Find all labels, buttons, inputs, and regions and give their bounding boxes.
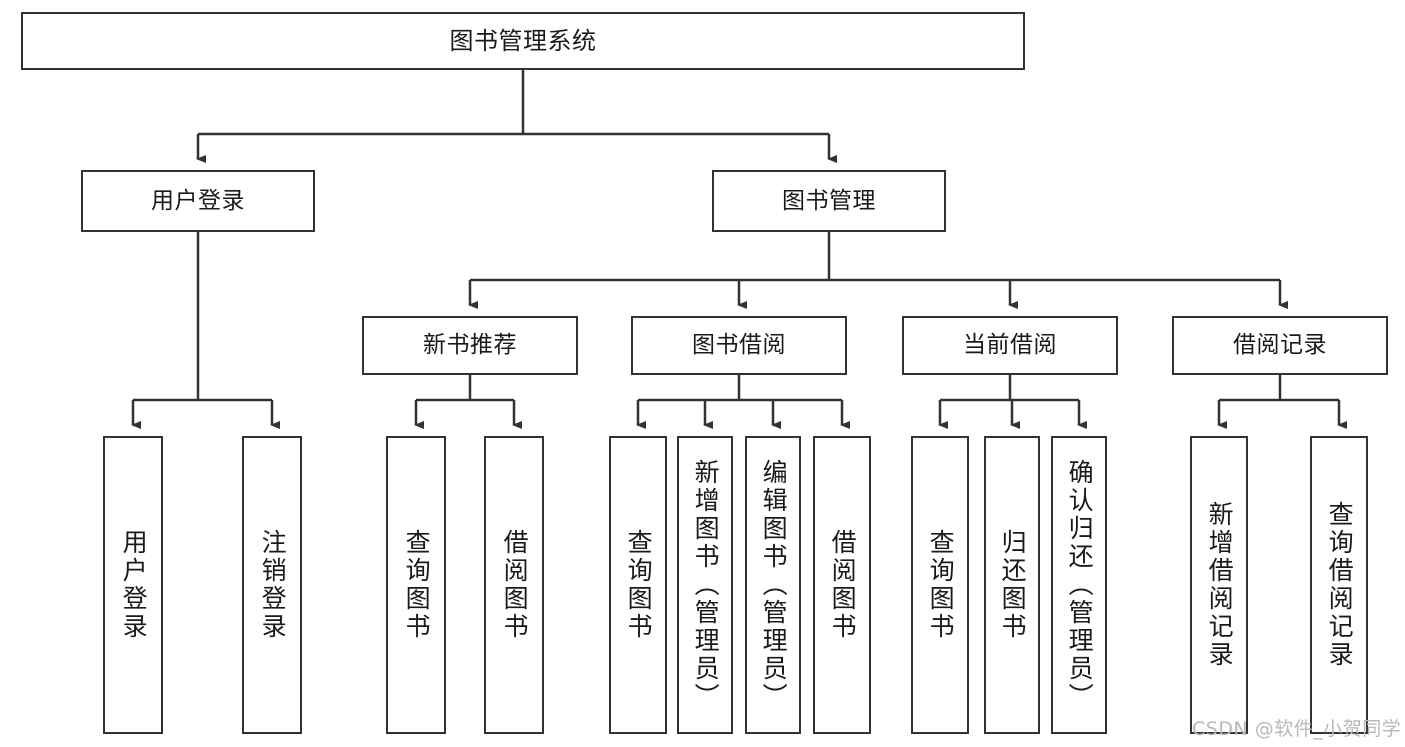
node-label: 新增借阅记录 bbox=[1205, 501, 1235, 669]
node-label: 图书管理 bbox=[782, 187, 876, 214]
node-borrow-record[interactable]: 借阅记录 bbox=[1172, 316, 1388, 375]
node-leaf-return-book[interactable]: 归还图书 bbox=[984, 436, 1040, 734]
node-leaf-add-book[interactable]: 新增图书（管理员） bbox=[677, 436, 733, 734]
node-current-borrow[interactable]: 当前借阅 bbox=[902, 316, 1118, 375]
node-label: 图书管理系统 bbox=[449, 27, 597, 55]
node-label: 图书借阅 bbox=[692, 332, 786, 359]
node-label: 查询借阅记录 bbox=[1325, 501, 1355, 669]
node-root[interactable]: 图书管理系统 bbox=[21, 12, 1025, 70]
node-leaf-query-record[interactable]: 查询借阅记录 bbox=[1310, 436, 1368, 734]
node-label: 新增图书（管理员） bbox=[691, 459, 721, 711]
node-book-borrow[interactable]: 图书借阅 bbox=[631, 316, 847, 375]
node-leaf-edit-book[interactable]: 编辑图书（管理员） bbox=[745, 436, 801, 734]
node-leaf-borrow-book-1[interactable]: 借阅图书 bbox=[484, 436, 544, 734]
node-leaf-query-book-3[interactable]: 查询图书 bbox=[911, 436, 969, 734]
node-label: 查询图书 bbox=[926, 529, 956, 641]
node-label: 查询图书 bbox=[402, 529, 432, 641]
node-label: 用户登录 bbox=[151, 187, 245, 214]
node-leaf-query-book-1[interactable]: 查询图书 bbox=[386, 436, 446, 734]
node-label: 编辑图书（管理员） bbox=[759, 459, 789, 711]
node-label: 确认归还（管理员） bbox=[1065, 459, 1095, 711]
node-user-login[interactable]: 用户登录 bbox=[81, 170, 315, 232]
node-leaf-query-book-2[interactable]: 查询图书 bbox=[609, 436, 667, 734]
node-label: 借阅图书 bbox=[500, 529, 530, 641]
node-label: 归还图书 bbox=[998, 529, 1028, 641]
node-label: 注销登录 bbox=[258, 529, 288, 641]
node-label: 用户登录 bbox=[119, 529, 149, 641]
node-leaf-user-login[interactable]: 用户登录 bbox=[103, 436, 163, 734]
node-label: 新书推荐 bbox=[423, 332, 517, 359]
node-leaf-user-logout[interactable]: 注销登录 bbox=[242, 436, 302, 734]
node-leaf-confirm-return[interactable]: 确认归还（管理员） bbox=[1051, 436, 1107, 734]
node-leaf-add-record[interactable]: 新增借阅记录 bbox=[1190, 436, 1248, 734]
node-label: 当前借阅 bbox=[963, 332, 1057, 359]
node-label: 借阅图书 bbox=[828, 529, 858, 641]
watermark: CSDN @软件_小贺同学 bbox=[1192, 718, 1402, 740]
node-new-book-rec[interactable]: 新书推荐 bbox=[362, 316, 578, 375]
node-book-manage[interactable]: 图书管理 bbox=[712, 170, 946, 232]
node-label: 借阅记录 bbox=[1233, 332, 1327, 359]
node-label: 查询图书 bbox=[624, 529, 654, 641]
node-leaf-borrow-book-2[interactable]: 借阅图书 bbox=[813, 436, 871, 734]
